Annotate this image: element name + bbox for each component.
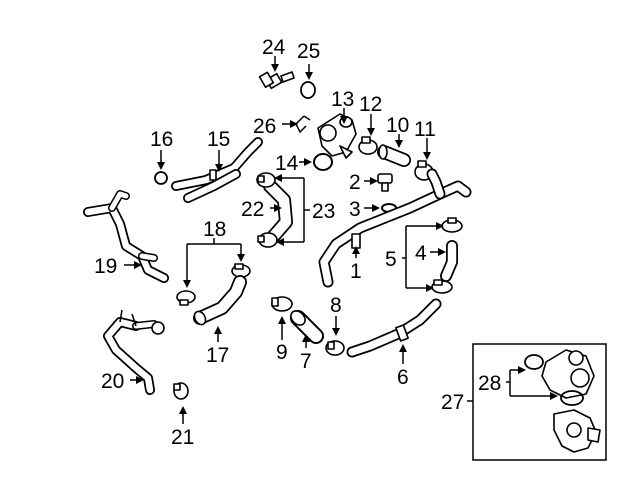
part-6-lower-pipe [346,298,442,358]
part-24-temperature-sensor [258,71,295,90]
leader-lines [124,56,558,424]
callout-7: 7 [300,350,312,373]
callout-26: 26 [253,115,276,138]
part-9-clamp [271,296,293,312]
callout-8: 8 [330,294,342,317]
part-12-clamp [358,136,378,155]
callout-28: 28 [478,372,501,395]
part-20-pipe [103,309,165,395]
part-15-pipe [171,137,263,203]
part-18-clamps [176,263,251,306]
callout-24: 24 [262,36,286,59]
callout-16: 16 [150,128,173,151]
callout-5: 5 [385,248,397,271]
part-10-hose [377,144,411,167]
callout-11: 11 [414,118,436,141]
callout-1: 1 [350,260,362,283]
part-2-bolt [377,173,393,192]
callout-labels: 24 25 26 13 12 10 11 14 2 3 1 5 4 6 8 7 … [94,36,501,449]
callout-19: 19 [94,255,117,278]
callout-6: 6 [397,366,409,389]
callout-18: 18 [203,218,226,241]
part-8-clamp [325,340,345,356]
part-16-o-ring [154,171,168,185]
callout-2: 2 [349,171,361,194]
callout-4: 4 [415,242,427,265]
callout-14: 14 [275,152,299,175]
callout-21: 21 [171,426,194,449]
callout-20: 20 [101,370,124,393]
callout-10: 10 [386,114,409,137]
callout-23: 23 [312,200,335,223]
part-27-water-pump [524,349,601,453]
part-17-hose [193,275,247,326]
part-19-pipe [83,190,169,283]
callout-3: 3 [349,198,361,221]
callout-15: 15 [207,128,230,151]
part-23-clamps [256,172,278,248]
part-7-hose [290,310,324,344]
part-22-hose [263,179,293,245]
callout-25: 25 [297,40,320,63]
part-14-o-ring [313,153,333,171]
callout-27: 27 [441,391,464,414]
callout-13: 13 [331,88,354,111]
inset-box-27 [472,343,607,461]
part-21-clamp [173,382,189,400]
part-26-clip [295,115,311,134]
callout-9: 9 [276,341,288,364]
callout-22: 22 [241,198,264,221]
part-1-coolant-pipe [318,168,472,288]
part-4-hose [440,240,458,282]
callout-17: 17 [206,344,229,367]
part-25-o-ring [300,81,316,99]
part-13-thermostat-housing [317,113,357,159]
callout-12: 12 [359,93,382,116]
